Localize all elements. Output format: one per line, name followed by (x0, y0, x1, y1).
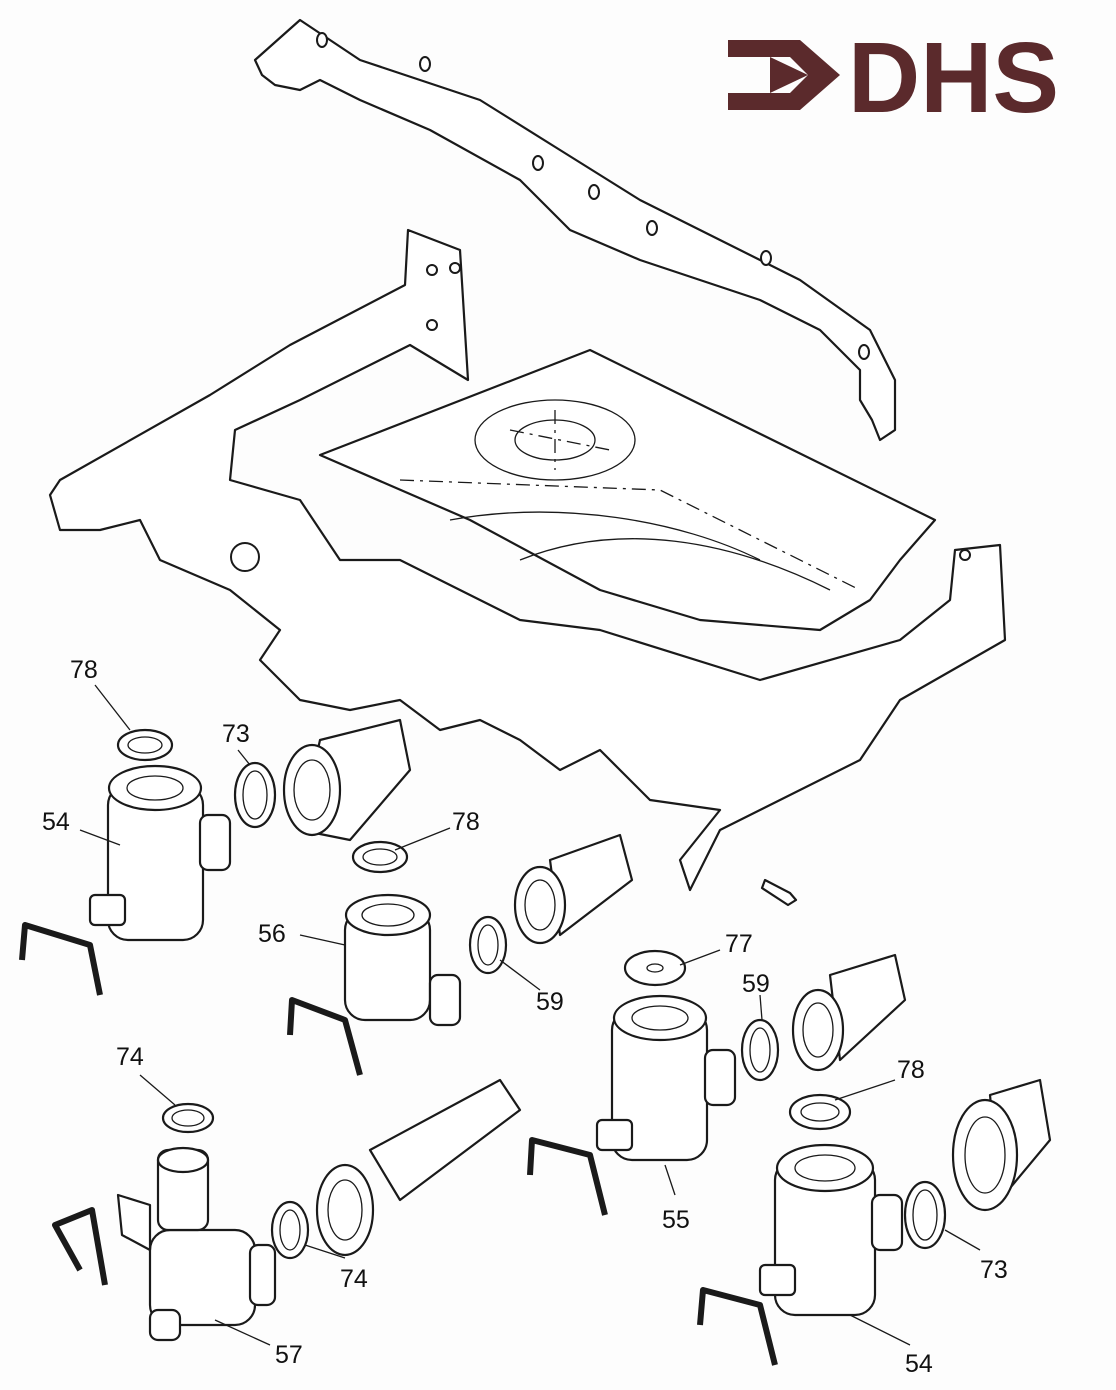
callout-78: 78 (897, 1056, 925, 1084)
pipe-fittings (282, 718, 1052, 1257)
callout-78: 78 (70, 656, 98, 684)
main-frame (48, 228, 1007, 892)
top-rail-bracket (253, 18, 897, 442)
screw (760, 878, 798, 907)
mounting-holes (316, 32, 870, 360)
retaining-clips (19, 922, 778, 1366)
frame-holes (230, 262, 971, 572)
callout-73: 73 (980, 1256, 1008, 1284)
callout-59: 59 (742, 970, 770, 998)
valves (88, 764, 904, 1342)
callout-54: 54 (42, 808, 70, 836)
callout-55: 55 (662, 1206, 690, 1234)
callout-73: 73 (222, 720, 250, 748)
leader-lines (79, 684, 981, 1346)
washers (116, 728, 947, 1260)
callout-74: 74 (116, 1043, 144, 1071)
callout-77: 77 (725, 930, 753, 958)
callout-57: 57 (275, 1341, 303, 1369)
callout-labels: 78 73 54 78 56 59 77 59 74 78 55 74 73 5… (42, 656, 1008, 1378)
callout-59: 59 (536, 988, 564, 1016)
panel-markings (399, 399, 861, 591)
callout-56: 56 (258, 920, 286, 948)
callout-78: 78 (452, 808, 480, 836)
callout-74: 74 (340, 1265, 368, 1293)
logo-text: DHS (848, 22, 1059, 134)
callout-54: 54 (905, 1350, 933, 1378)
dhs-logo: DHS (728, 22, 1059, 134)
